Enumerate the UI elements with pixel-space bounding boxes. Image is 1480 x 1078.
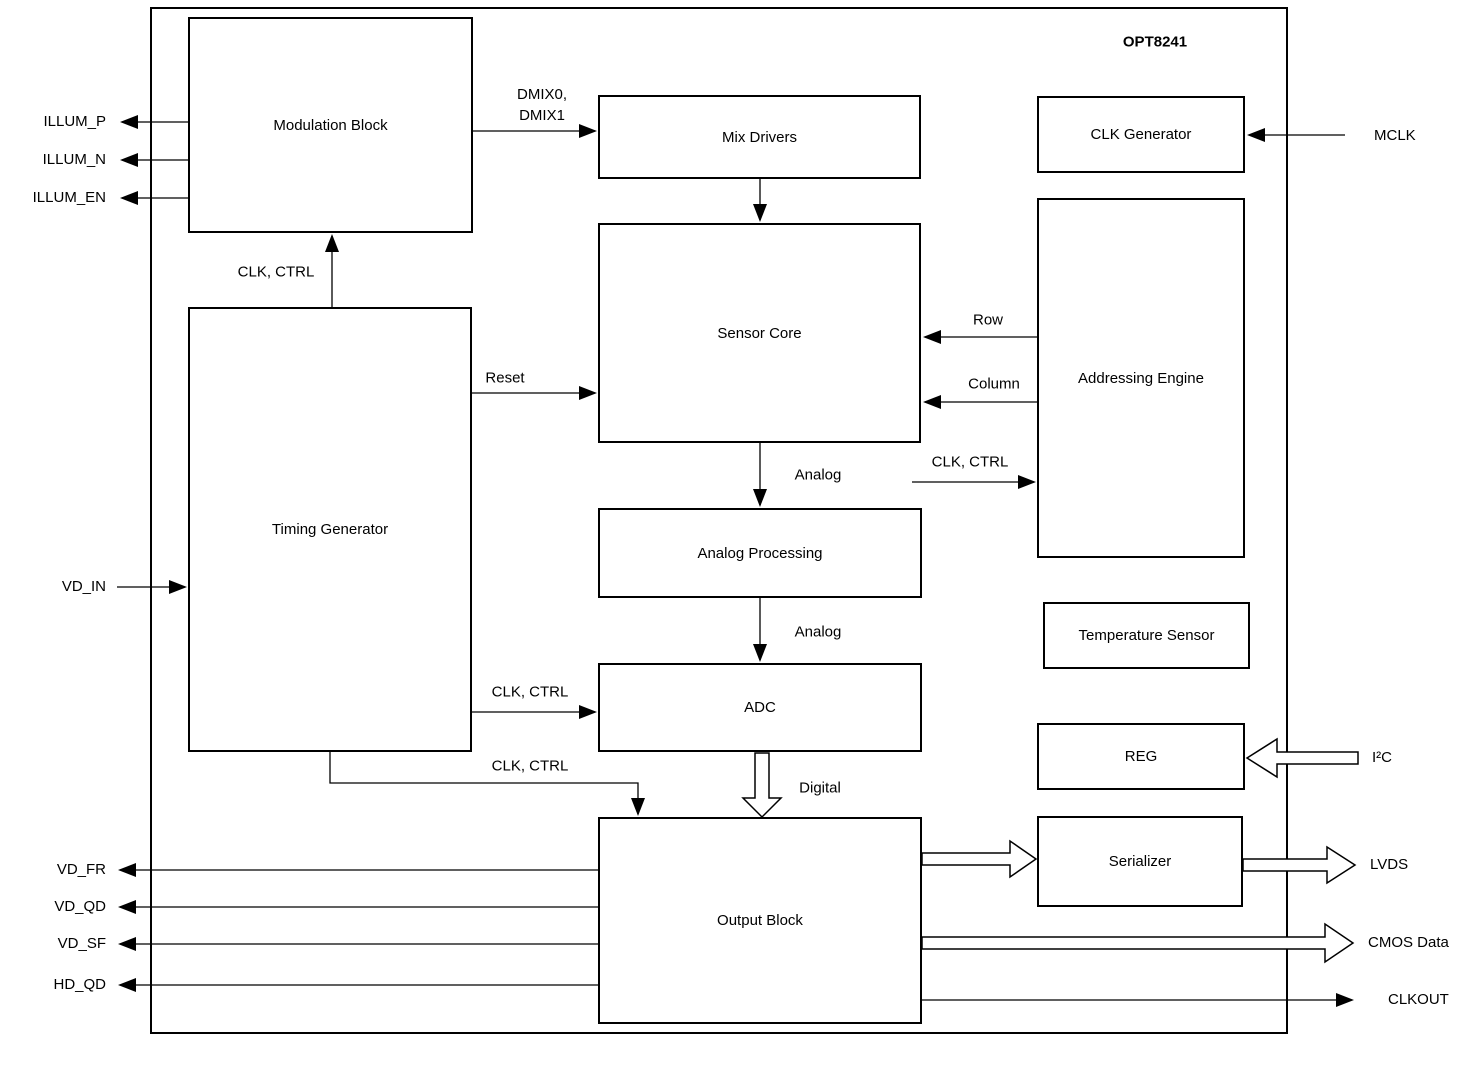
block-clk-generator: CLK Generator <box>1037 96 1245 173</box>
chip-label: OPT8241 <box>1122 33 1188 51</box>
block-timing-generator-label: Timing Generator <box>271 521 389 538</box>
arrow-clkctrl-to-outputblock <box>329 752 645 816</box>
block-reg: REG <box>1037 723 1245 790</box>
chip-outline <box>150 7 1288 1034</box>
pin-cmos-data: CMOS Data <box>1368 934 1449 951</box>
pin-mclk: MCLK <box>1374 127 1416 144</box>
pin-vd-sf: VD_SF <box>57 935 106 952</box>
pin-illum-p: ILLUM_P <box>43 113 106 130</box>
block-temperature-sensor-label: Temperature Sensor <box>1078 627 1215 644</box>
block-modulation: Modulation Block <box>188 17 473 233</box>
signal-clkctrl-output: CLK, CTRL <box>491 757 569 775</box>
pin-illum-n: ILLUM_N <box>42 151 106 168</box>
pin-vd-fr: VD_FR <box>56 861 106 878</box>
bus-arrow-digital <box>741 752 783 819</box>
block-temperature-sensor: Temperature Sensor <box>1043 602 1250 669</box>
block-mix-drivers-label: Mix Drivers <box>722 128 797 146</box>
signal-column: Column <box>968 375 1020 393</box>
block-reg-label: REG <box>1124 748 1158 765</box>
pin-clkout: CLKOUT <box>1388 991 1449 1008</box>
pin-vd-in: VD_IN <box>61 578 106 595</box>
signal-analog-2: Analog <box>794 623 842 641</box>
block-addressing-engine-label: Addressing Engine <box>1078 369 1204 387</box>
block-modulation-label: Modulation Block <box>273 116 388 134</box>
signal-digital: Digital <box>799 779 841 797</box>
signal-row: Row <box>972 311 1004 329</box>
signal-analog-1: Analog <box>794 466 842 484</box>
block-analog-processing: Analog Processing <box>598 508 922 598</box>
pin-hd-qd: HD_QD <box>53 976 106 993</box>
block-analog-processing-label: Analog Processing <box>697 544 823 562</box>
bus-arrow-i2c <box>1245 737 1359 779</box>
pin-vd-qd: VD_QD <box>54 898 106 915</box>
bus-arrow-lvds <box>1242 845 1357 885</box>
pin-i2c: I²C <box>1372 749 1392 766</box>
block-adc-label: ADC <box>744 699 776 716</box>
block-adc: ADC <box>598 663 922 752</box>
block-output-block: Output Block <box>598 817 922 1024</box>
block-serializer-label: Serializer <box>1108 853 1172 870</box>
block-clk-generator-label: CLK Generator <box>1090 126 1192 143</box>
signal-dmix: DMIX0, DMIX1 <box>516 86 568 124</box>
bus-arrow-cmos-data <box>921 922 1355 964</box>
block-sensor-core: Sensor Core <box>598 223 921 443</box>
bus-arrow-output-to-serializer <box>921 839 1038 879</box>
block-mix-drivers: Mix Drivers <box>598 95 921 179</box>
block-timing-generator: Timing Generator <box>188 307 472 752</box>
block-serializer: Serializer <box>1037 816 1243 907</box>
pin-lvds: LVDS <box>1370 856 1409 873</box>
block-output-block-label: Output Block <box>717 912 803 929</box>
signal-clkctrl-addr: CLK, CTRL <box>931 453 1009 471</box>
signal-reset: Reset <box>485 369 525 387</box>
pin-illum-en: ILLUM_EN <box>32 189 106 206</box>
block-sensor-core-label: Sensor Core <box>717 324 802 342</box>
block-addressing-engine: Addressing Engine <box>1037 198 1245 558</box>
signal-clkctrl-adc: CLK, CTRL <box>491 683 569 701</box>
signal-clkctrl-mod: CLK, CTRL <box>237 263 315 281</box>
